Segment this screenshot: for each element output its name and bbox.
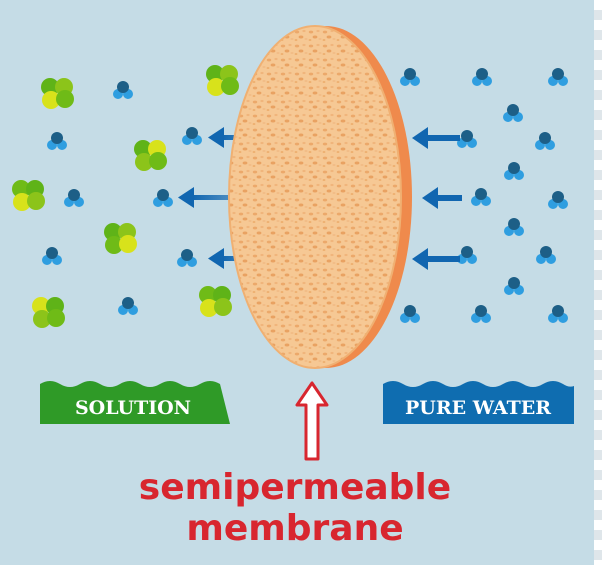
flow-arrow	[412, 127, 460, 149]
membrane-caption-line1: semipermeable	[138, 467, 452, 508]
solution-label: SOLUTION	[75, 397, 191, 419]
water-molecule-icon	[548, 305, 568, 323]
right-edge-border	[594, 0, 602, 565]
water-molecule-icon	[153, 189, 173, 207]
solute-particle-icon	[199, 286, 232, 317]
water-molecule-icon	[535, 132, 555, 150]
water-molecule-icon	[503, 104, 523, 122]
water-molecule-icon	[177, 249, 197, 267]
membrane-caption-line2: membrane	[186, 508, 404, 549]
pure-water-label: PURE WATER	[405, 397, 551, 419]
water-molecule-icon	[64, 189, 84, 207]
water-molecule-icon	[504, 162, 524, 180]
water-molecule-icon	[47, 132, 67, 150]
water-molecule-icon	[548, 191, 568, 209]
water-molecule-icon	[548, 68, 568, 86]
water-molecule-icon	[118, 297, 138, 315]
water-molecule-icon	[400, 68, 420, 86]
water-molecule-icon	[113, 81, 133, 99]
solute-particle-icon	[104, 223, 137, 254]
flow-arrow	[412, 248, 460, 270]
water-molecule-icon	[472, 68, 492, 86]
water-molecule-icon	[182, 127, 202, 145]
water-molecule-icon	[42, 247, 62, 265]
water-molecule-icon	[400, 305, 420, 323]
solution-side	[12, 65, 239, 328]
water-molecule-icon	[504, 218, 524, 236]
water-molecule-icon	[471, 188, 491, 206]
solute-particle-icon	[41, 78, 74, 109]
water-molecule-icon	[457, 130, 477, 148]
semipermeable-membrane	[228, 25, 412, 369]
up-arrow-icon	[295, 381, 329, 461]
water-molecule-icon	[504, 277, 524, 295]
solute-particle-icon	[206, 65, 239, 96]
solute-particle-icon	[134, 140, 167, 171]
flow-arrow	[422, 187, 462, 209]
solution-label-badge: SOLUTION	[40, 381, 230, 424]
water-molecule-icon	[471, 305, 491, 323]
solute-particle-icon	[32, 297, 65, 328]
water-molecule-icon	[536, 246, 556, 264]
solute-particle-icon	[12, 180, 45, 211]
pure-water-label-badge: PURE WATER	[383, 381, 574, 424]
